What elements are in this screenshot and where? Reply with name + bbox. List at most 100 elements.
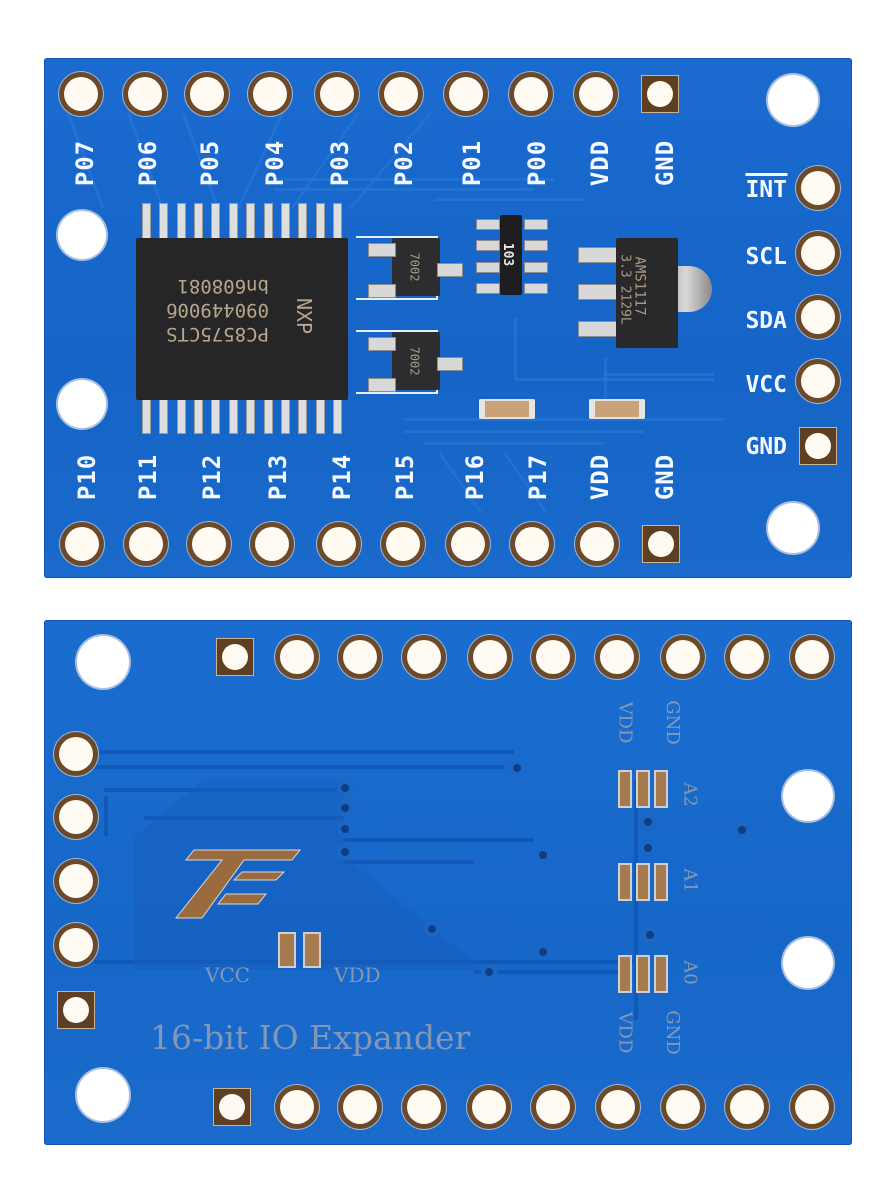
chip-marking: PC8575CTS 09044900б bn608081 [166,274,269,346]
header-pin-p11 [129,527,163,561]
header-pin-p03 [320,77,354,111]
via [644,844,652,852]
address-side-label-gnd-bottom: GND [661,1010,683,1055]
resistor-array-103: 103 [500,215,522,295]
header-pin-p13 [255,527,289,561]
solder-jumper-pad [278,932,296,968]
back-header-pin [666,1090,700,1124]
header-pin-int [801,171,835,205]
pin-label-scl: SCL [745,244,787,270]
mounting-hole [58,211,106,259]
address-label-a1: A1 [679,868,701,893]
pcb-trace [274,178,554,181]
pin-label-p14: P14 [328,453,356,501]
pin-label-vcc: VCC [745,372,787,398]
pcb-trace [344,838,534,842]
address-jumper-pad [618,955,632,993]
resistor-array-pad [476,262,500,273]
back-header-pin [795,640,829,674]
manufacturer-logo-icon [174,849,302,919]
pin-label-p17: P17 [524,453,552,501]
header-pin-p10 [65,527,99,561]
chip-pins-top [142,203,342,239]
address-jumper-pad [654,770,668,808]
address-side-label-vdd-top: VDD [614,701,636,744]
address-side-label-gnd-top: GND [661,700,683,745]
pcb-trace [514,318,517,378]
via [341,825,349,833]
header-pin-sda [801,300,835,334]
address-jumper-pad [618,770,632,808]
pin-label-p02: P02 [390,139,418,187]
pcb-trace [424,442,604,445]
via [341,804,349,812]
back-header-pin [666,640,700,674]
header-pin-p02 [384,77,418,111]
header-pin-vdd-bottom [580,527,614,561]
back-header-pin [730,1090,764,1124]
resistor-array-pad [476,219,500,230]
pcb-trace [94,765,504,769]
ams1117-regulator: AMS1117 3.3 2129L [616,238,678,348]
pin-label-p04: P04 [261,139,289,187]
transistor-7002-top: 7002 [392,238,440,296]
mounting-hole [768,503,818,553]
header-pin-scl [801,236,835,270]
chip-brand: NXP [292,297,317,335]
regulator-marking-1: AMS1117 [631,256,648,316]
back-header-pin-square [216,638,254,676]
transistor-marking: 7002 [407,252,422,282]
header-pin-p01 [449,77,483,111]
back-header-pin-square [213,1088,251,1126]
via [646,931,654,939]
resistor-array-marking: 103 [500,242,516,267]
transistor-7002-bottom: 7002 [392,332,440,390]
back-header-pin [601,1090,635,1124]
pin-label-gnd-bottom: GND [651,453,679,501]
pin-label-p15: P15 [391,453,419,501]
pcb-trace [94,750,514,754]
pcb-trace [604,373,714,376]
mounting-hole [58,380,106,428]
address-jumper-pad [636,863,650,901]
header-pin-p05 [190,77,224,111]
via [428,925,436,933]
board-title: 16-bit IO Expander [150,1018,471,1057]
header-pin-p06 [128,77,162,111]
pin-label-gnd-side: GND [745,434,787,460]
transistor-lead [368,284,396,298]
pcb-back-view [44,620,852,1145]
mounting-hole [77,1069,129,1121]
jumper-label-vcc: VCC [205,963,251,987]
address-side-label-vdd-bottom: VDD [614,1011,636,1054]
header-pin-p07 [64,77,98,111]
pcb-trace [604,358,607,398]
resistor-array-pad [524,240,548,251]
pin-label-p11: P11 [134,453,162,501]
chip-line-2: 09044900б [166,299,269,321]
back-header-pin [536,640,570,674]
header-pin-vcc [801,364,835,398]
smd-resistor [589,399,645,419]
header-pin-gnd-square [641,75,679,113]
back-header-pin [280,1090,314,1124]
transistor-marking: 7002 [407,346,422,376]
header-pin-gnd-side-square [799,427,837,465]
resistor-array-pad [524,262,548,273]
header-pin-p14 [322,527,356,561]
pin-label-gnd: GND [651,139,679,187]
via [738,826,746,834]
solder-jumper-pad [303,932,321,968]
pin-label-p01: P01 [458,139,486,187]
address-jumper-pad [636,955,650,993]
back-header-pin [343,1090,377,1124]
header-pin-p12 [192,527,226,561]
back-header-pin [730,640,764,674]
via [539,851,547,859]
via [539,948,547,956]
pcb-trace [514,378,714,381]
resistor-array-pad [476,283,500,294]
back-side-pin [59,737,93,771]
pin-label-vdd-bottom: VDD [586,453,614,501]
transistor-lead [437,357,463,371]
